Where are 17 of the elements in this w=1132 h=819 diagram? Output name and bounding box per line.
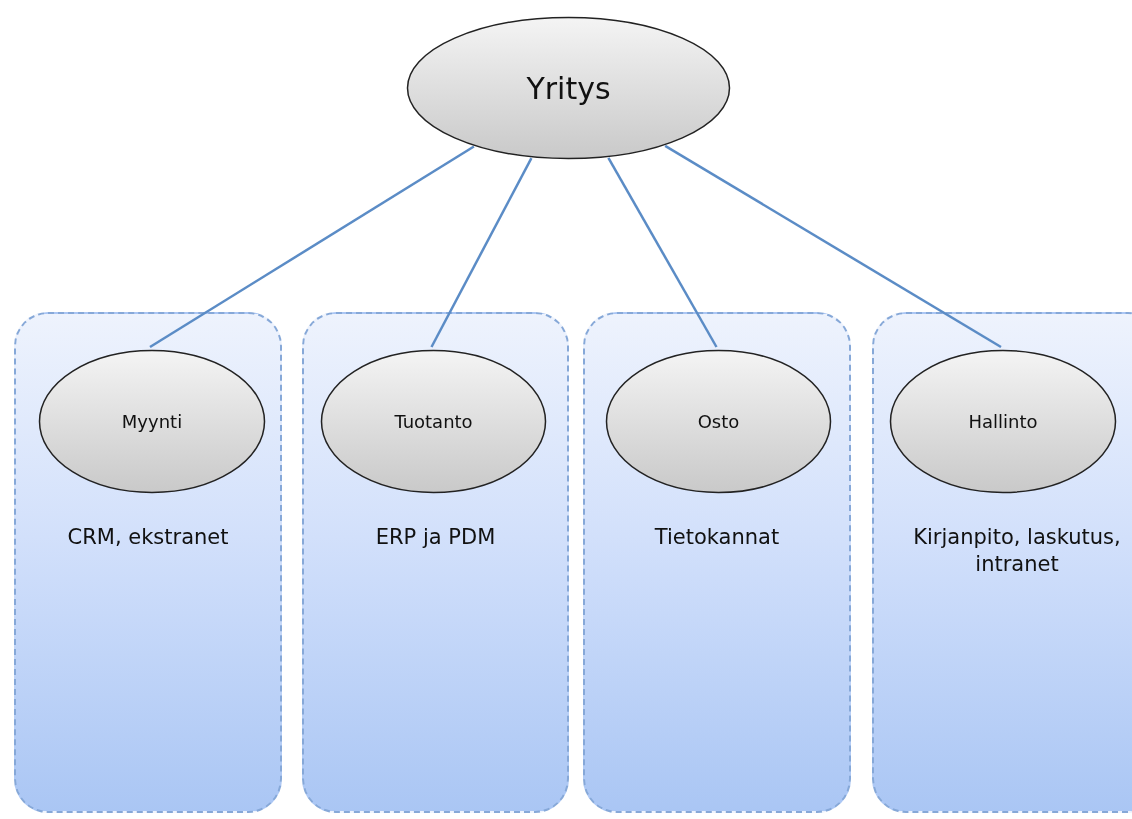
panel-text: ERP ja PDM [374, 524, 497, 551]
dashed-panel [583, 312, 851, 813]
panel-text: Kirjanpito, laskutus, intranet [912, 524, 1122, 579]
node-label: Myynti [121, 411, 183, 432]
panel-text: CRM, ekstranet [66, 524, 230, 551]
node-label: Osto [697, 411, 740, 432]
panel-text: Tietokannat [653, 524, 781, 551]
connector-line [607, 157, 718, 348]
connector-line [430, 157, 533, 348]
node-label: Tuotanto [394, 411, 473, 432]
connector-line [664, 144, 1002, 349]
connector-line [149, 145, 475, 349]
dashed-panel [302, 312, 569, 813]
dashed-panel [14, 312, 282, 813]
node-label: Yritys [526, 70, 611, 106]
dashed-panel [872, 312, 1132, 813]
node-label: Hallinto [968, 411, 1038, 432]
